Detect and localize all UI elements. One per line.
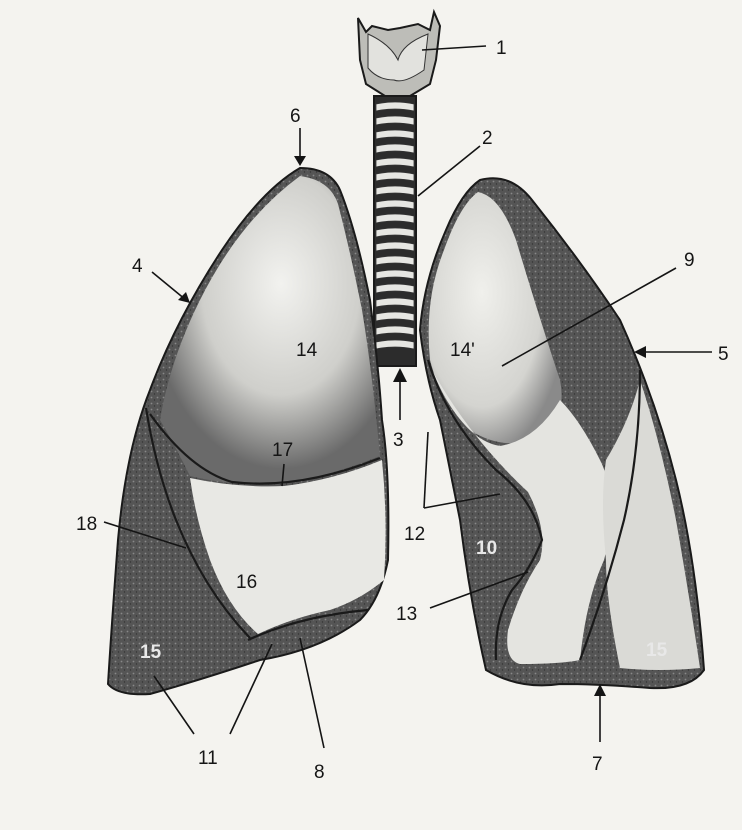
label-16: 16	[236, 572, 257, 593]
label-6: 6	[290, 106, 301, 127]
label-17: 17	[272, 440, 293, 461]
label-4: 4	[132, 256, 143, 277]
label-14-left-lung: 14'	[450, 340, 475, 361]
label-14-right-lung: 14	[296, 340, 318, 361]
label-7: 7	[592, 754, 603, 775]
right-lung	[108, 168, 388, 694]
label-8: 8	[314, 762, 325, 783]
label-5: 5	[718, 344, 729, 365]
left-lung	[420, 178, 704, 688]
label-9: 9	[684, 250, 695, 271]
label-10: 10	[476, 538, 497, 559]
label-18: 18	[76, 514, 97, 535]
label-11: 11	[198, 748, 218, 769]
label-15-right-lung: 15	[140, 642, 162, 663]
label-3: 3	[393, 430, 404, 451]
label-1: 1	[496, 38, 507, 59]
label-12: 12	[404, 524, 425, 545]
label-13: 13	[396, 604, 417, 625]
label-2: 2	[482, 128, 493, 149]
larynx	[358, 12, 440, 96]
label-15-left-lung: 15	[646, 640, 668, 661]
trachea	[374, 96, 416, 366]
